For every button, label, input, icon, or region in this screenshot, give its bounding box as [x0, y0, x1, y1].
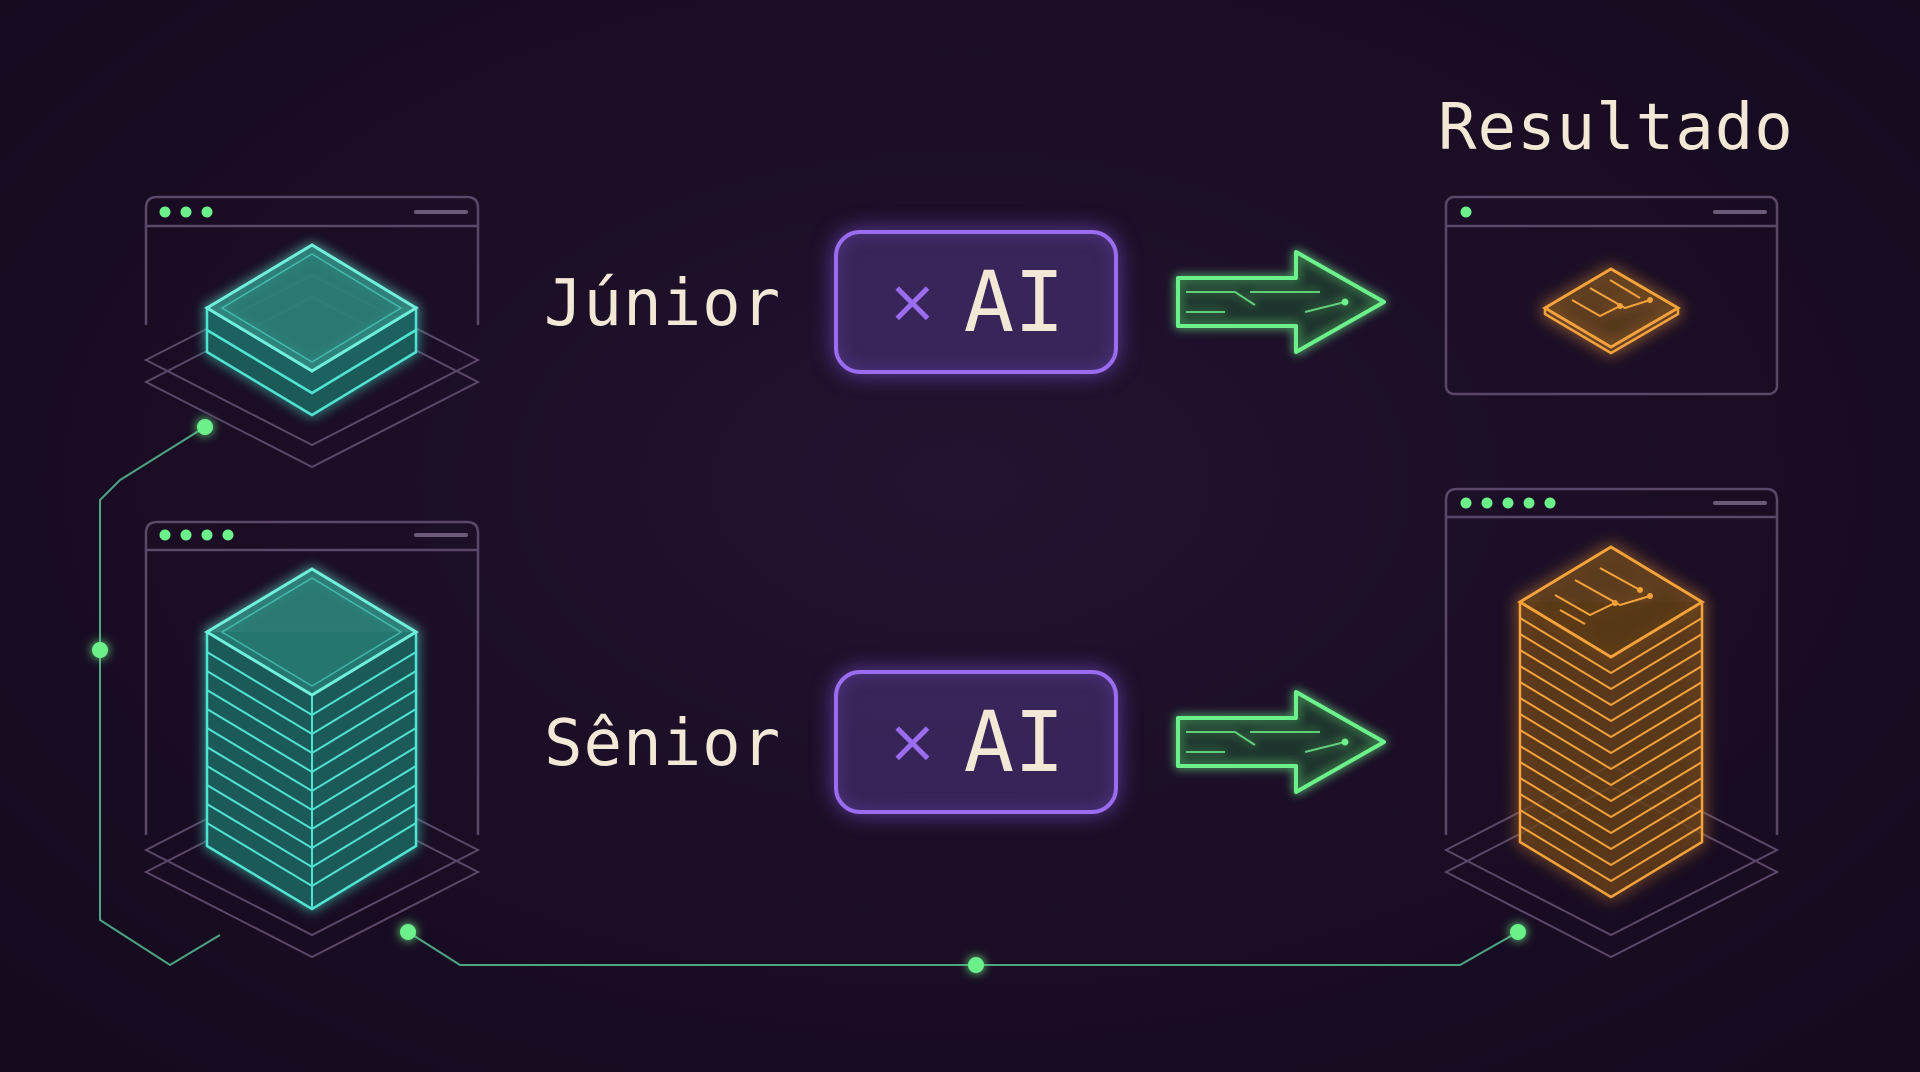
connector-lines: [99, 426, 1519, 967]
node-dot: [197, 419, 213, 435]
result-window-junior: [1444, 195, 1779, 396]
ai-label: AI: [963, 253, 1065, 351]
junior-ai-multiplier-box: × AI: [834, 230, 1118, 374]
ai-label: AI: [963, 693, 1065, 791]
senior-ai-multiplier-box: × AI: [834, 670, 1118, 814]
node-dot: [92, 642, 108, 658]
senior-label: Sênior: [544, 707, 782, 781]
circuit-arrow-icon: [1176, 690, 1386, 794]
circuit-arrow-icon: [1176, 250, 1386, 354]
node-dot: [968, 957, 984, 973]
junior-label: Júnior: [544, 267, 782, 341]
times-icon: ×: [887, 707, 938, 777]
times-icon: ×: [887, 267, 938, 337]
result-title: Resultado: [1438, 91, 1794, 165]
node-dot: [1510, 924, 1526, 940]
node-dot: [400, 924, 416, 940]
junior-stack-icon: [204, 243, 419, 417]
connector-nodes: [92, 419, 1526, 973]
chip-icon: [1542, 267, 1681, 355]
chip-stack-icon: [1517, 545, 1705, 899]
senior-stack-icon: [204, 567, 419, 911]
